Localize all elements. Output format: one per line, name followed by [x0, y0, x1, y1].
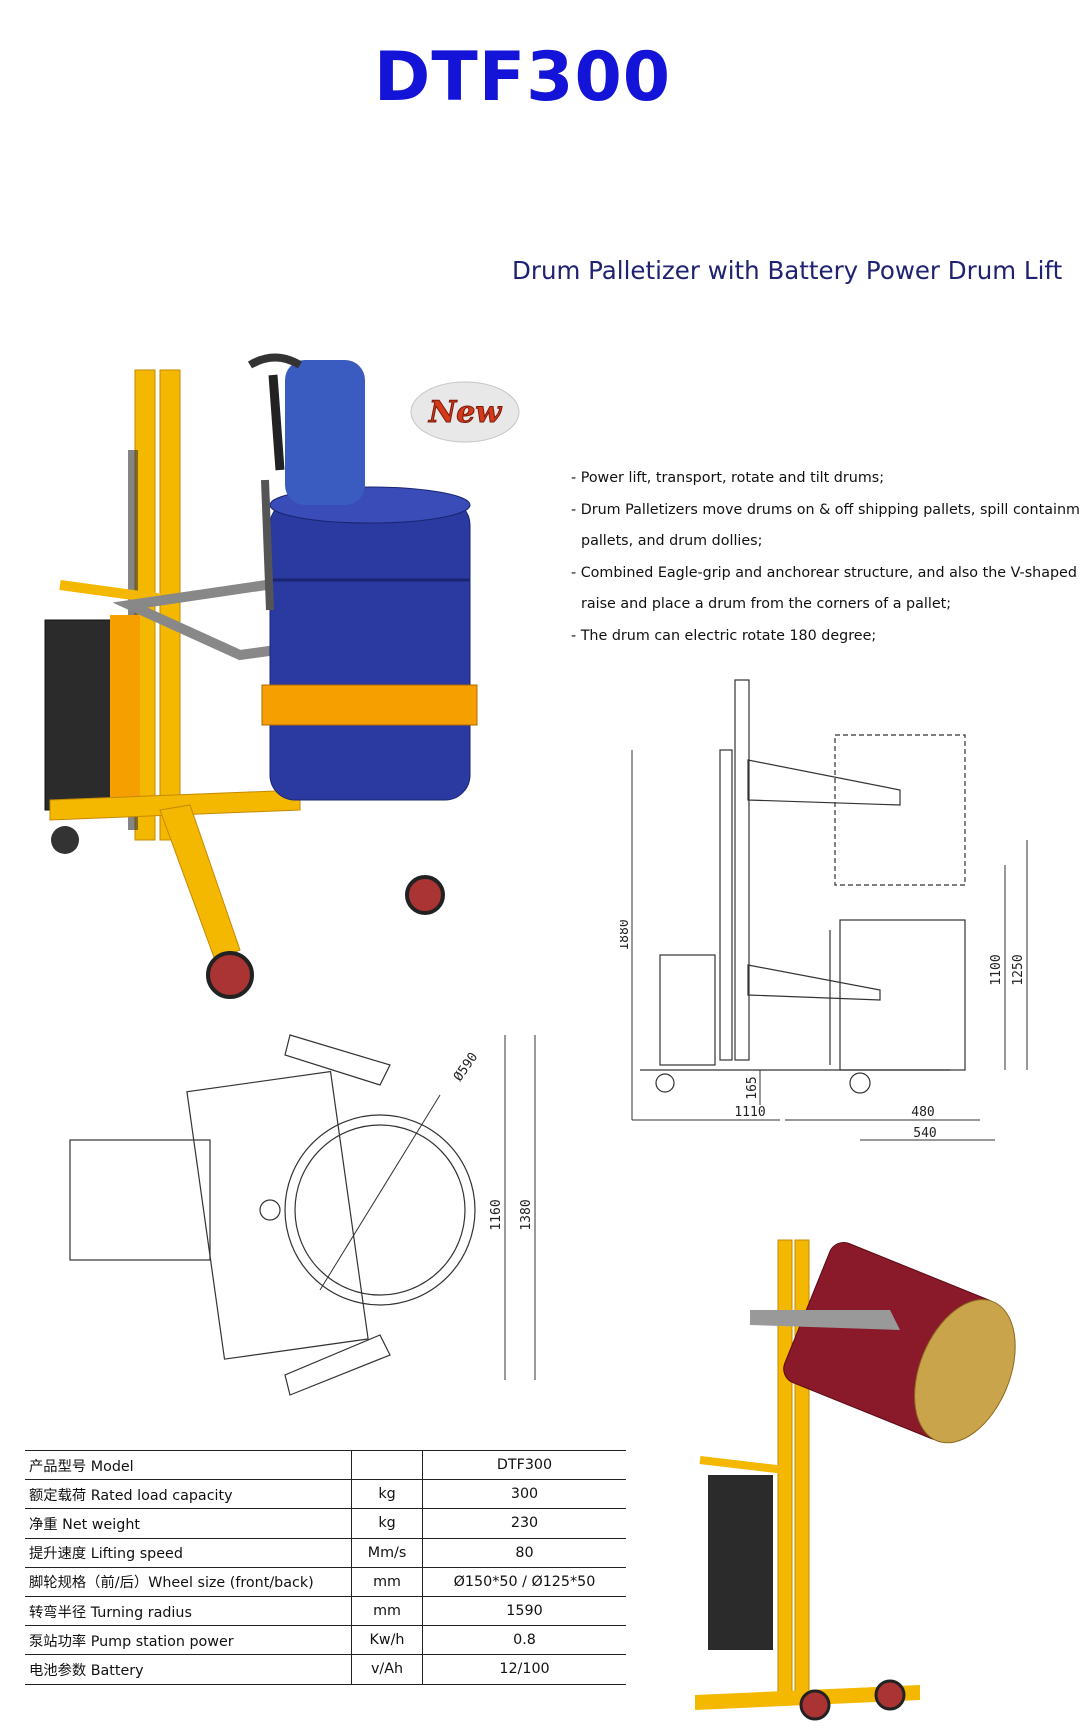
table-row: 脚轮规格（前/后）Wheel size (front/back) mm Ø150… — [25, 1567, 626, 1597]
feature-line: - Combined Eagle-grip and anchorear stru… — [571, 564, 1080, 581]
feature-line: - Power lift, transport, rotate and tilt… — [571, 470, 885, 486]
top-view-drawing: Ø590 1160 1380 — [69, 1034, 536, 1396]
table-row: 电池参数 Battery v/Ah 12/100 — [25, 1654, 626, 1685]
table-row: 转弯半径 Turning radius mm 1590 — [25, 1596, 626, 1627]
spec-label: 额定载荷 Rated load capacity — [25, 1479, 352, 1510]
table-row: 提升速度 Lifting speed Mm/s 80 — [25, 1538, 626, 1568]
feature-list: - Power lift, transport, rotate and tilt… — [571, 463, 1080, 652]
spec-unit: v/Ah — [351, 1654, 423, 1685]
spec-value: 12/100 — [422, 1654, 626, 1685]
dim-overall-height: 1880 — [620, 919, 632, 950]
spec-value: 230 — [422, 1508, 626, 1539]
feature-line: pallets, and drum dollies; — [581, 533, 763, 549]
table-row: 泵站功率 Pump station power Kw/h 0.8 — [25, 1625, 626, 1656]
dim-length: 1110 — [734, 1105, 765, 1120]
dim-height-2: 1250 — [1011, 954, 1026, 985]
spec-label: 泵站功率 Pump station power — [25, 1625, 352, 1656]
spec-label: 提升速度 Lifting speed — [25, 1538, 352, 1568]
spec-label: 脚轮规格（前/后）Wheel size (front/back) — [25, 1567, 352, 1597]
dim-width-1380: 1380 — [519, 1199, 534, 1230]
spec-value: Ø150*50 / Ø125*50 — [422, 1567, 626, 1597]
spec-label: 电池参数 Battery — [25, 1654, 352, 1685]
spec-unit: kg — [351, 1479, 423, 1510]
spec-value: 80 — [422, 1538, 626, 1568]
spec-value: 1590 — [422, 1596, 626, 1627]
table-row: 产品型号 Model DTF300 — [25, 1449, 626, 1481]
spec-value: 300 — [422, 1479, 626, 1510]
feature-line: - The drum can electric rotate 180 degre… — [571, 627, 877, 644]
side-view-drawing: 1880 1100 1250 165 1110 480 540 — [620, 679, 1028, 1141]
product-subtitle: Drum Palletizer with Battery Power Drum … — [512, 256, 1063, 285]
dim-ground-clearance: 165 — [745, 1076, 760, 1099]
product-title: DTF300 — [373, 38, 672, 117]
spec-unit: Mm/s — [351, 1538, 423, 1568]
dim-width-1: 480 — [911, 1105, 934, 1120]
spec-unit: Kw/h — [351, 1625, 423, 1656]
feature-line: raise and place a drum from the corners … — [581, 596, 952, 612]
table-row: 净重 Net weight kg 230 — [25, 1508, 626, 1539]
new-badge-text: New — [428, 395, 503, 430]
dim-height-1: 1100 — [989, 954, 1004, 985]
spec-label: 转弯半径 Turning radius — [25, 1596, 352, 1627]
spec-label: 净重 Net weight — [25, 1508, 352, 1539]
spec-table: 产品型号 Model DTF300 额定载荷 Rated load capaci… — [25, 1449, 626, 1685]
dim-width-2: 540 — [913, 1126, 936, 1141]
spec-unit — [351, 1449, 423, 1481]
spec-unit: mm — [351, 1596, 423, 1627]
table-row: 额定载荷 Rated load capacity kg 300 — [25, 1479, 626, 1510]
spec-value: 0.8 — [422, 1625, 626, 1656]
new-badge-icon: New — [410, 381, 520, 443]
dim-drum-diameter: Ø590 — [451, 1050, 481, 1084]
feature-line: - Drum Palletizers move drums on & off s… — [571, 501, 1080, 518]
spec-unit: mm — [351, 1567, 423, 1597]
spec-unit: kg — [351, 1508, 423, 1539]
spec-label: 产品型号 Model — [25, 1449, 352, 1481]
product-photo-main — [44, 369, 478, 999]
product-photo-tilted-drum — [695, 1239, 1016, 1721]
dim-width-1160: 1160 — [489, 1199, 504, 1230]
grip-closeup-image — [247, 353, 365, 505]
spec-value: DTF300 — [422, 1449, 626, 1481]
